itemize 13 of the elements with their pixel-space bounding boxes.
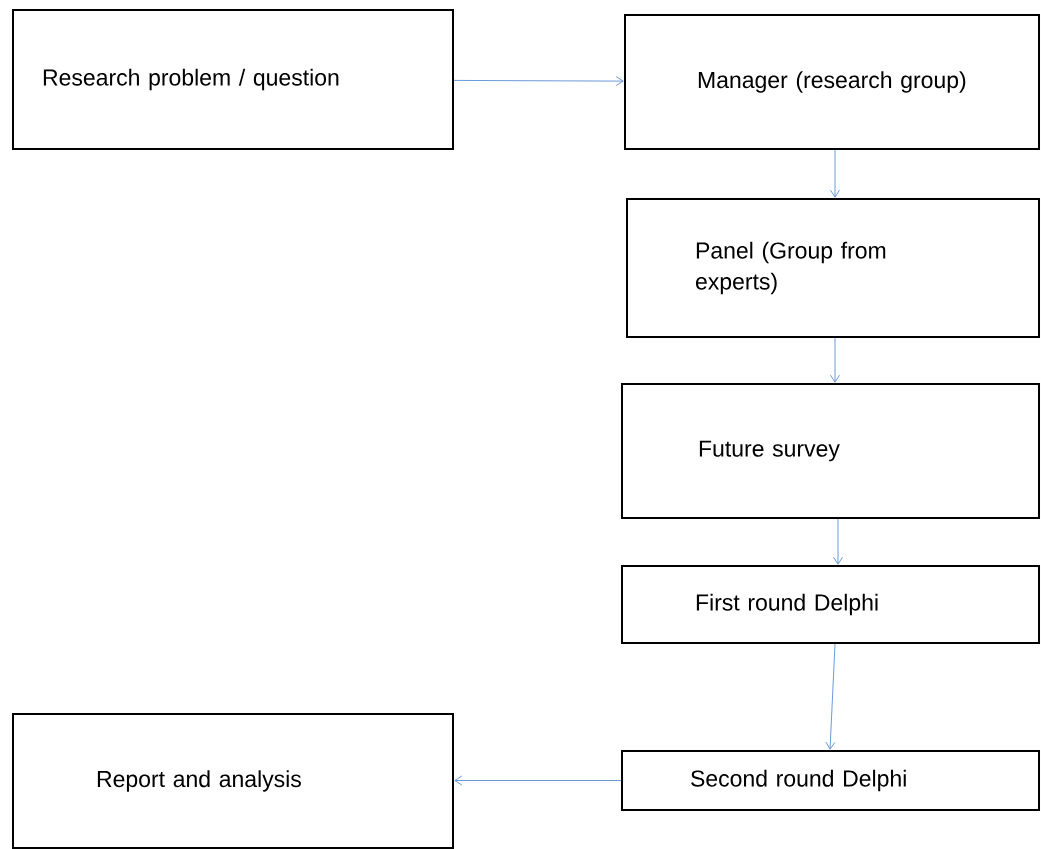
process-box: Report and analysis — [12, 713, 454, 849]
process-box: Second round Delphi — [621, 750, 1040, 811]
arrow — [830, 337, 840, 383]
arrow — [825, 643, 836, 750]
process-box: Future survey — [621, 383, 1040, 519]
process-box: Manager (research group) — [624, 14, 1040, 150]
process-box: Panel (Group from experts) — [626, 198, 1040, 338]
process-box: First round Delphi — [621, 565, 1040, 644]
arrow — [833, 518, 843, 565]
arrow — [830, 149, 840, 198]
arrow — [454, 775, 622, 786]
arrow — [453, 76, 624, 87]
process-box: Research problem / question — [12, 9, 454, 150]
